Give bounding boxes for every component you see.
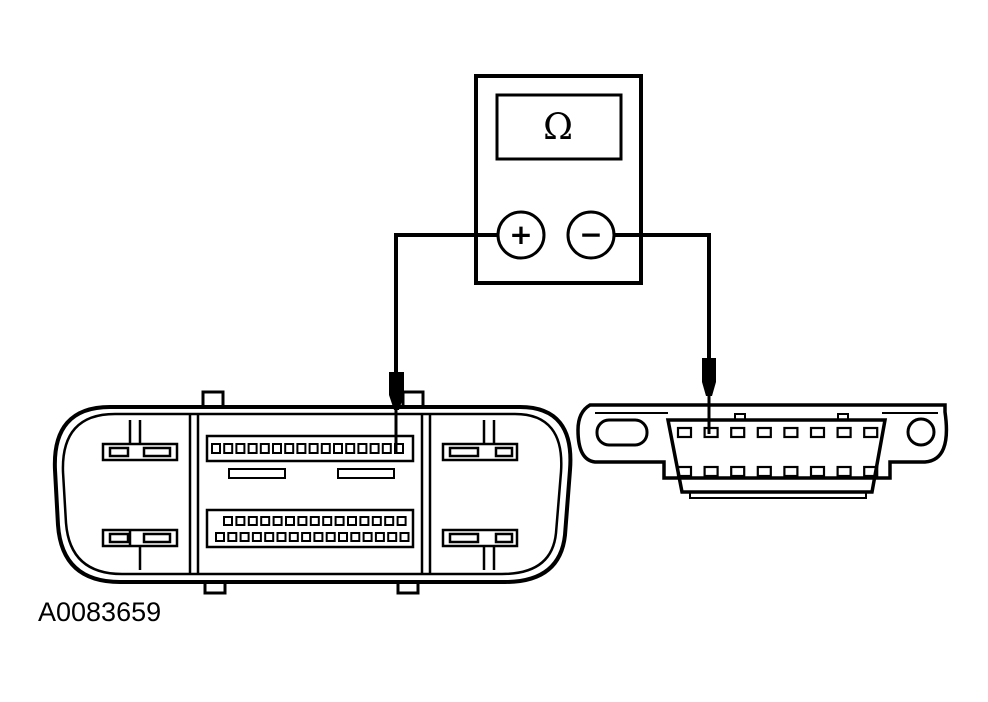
- pin-cavity: [309, 516, 320, 526]
- pin-cavity: [227, 532, 238, 542]
- pin-cavity: [381, 443, 392, 454]
- pin-cavity: [276, 532, 287, 542]
- ohm-symbol: Ω: [543, 107, 573, 148]
- dlc-mount-slot: [595, 418, 649, 447]
- lower-pin-rows: [215, 516, 410, 542]
- pin-cavity: [251, 532, 262, 542]
- dlc-pin-housing: [665, 418, 888, 494]
- tab: [201, 390, 225, 409]
- negative-probe-tip: [702, 358, 716, 396]
- pin-cavity: [676, 465, 693, 478]
- ohmmeter: Ω + −: [474, 74, 643, 285]
- pin-cavity: [730, 465, 746, 478]
- pin-cavity: [863, 426, 879, 439]
- key-slot: [228, 468, 286, 479]
- module-connector-outer-shell: [52, 405, 573, 584]
- pin-cavity: [345, 443, 356, 454]
- positive-test-lead: [394, 233, 498, 372]
- positive-label: +: [509, 218, 532, 251]
- pin-cavity: [384, 516, 395, 526]
- pin-cavity: [284, 443, 295, 454]
- pin-cavity: [863, 465, 879, 478]
- pin-cavity: [399, 532, 410, 542]
- terminal-bottom-right: [441, 528, 519, 570]
- pin-cavity: [334, 516, 345, 526]
- pin-cavity: [285, 516, 295, 526]
- pin-cavity: [357, 443, 368, 454]
- pin-cavity: [676, 426, 693, 439]
- negative-label: −: [579, 218, 602, 251]
- meter-body: [474, 74, 643, 285]
- terminal-top-left: [101, 420, 179, 462]
- pin-cavity: [369, 443, 380, 454]
- pin-cavity: [756, 426, 772, 439]
- pin-cavity: [264, 532, 275, 542]
- terminal-top-right: [441, 420, 519, 462]
- pin-cavity: [338, 532, 348, 542]
- pin-cavity: [223, 516, 233, 526]
- pin-cavity: [783, 426, 799, 439]
- pin-cavity: [703, 465, 719, 478]
- pin-cavity: [247, 516, 258, 526]
- dlc-mount-hole: [906, 417, 936, 447]
- upper-pin-block: [205, 434, 415, 463]
- pin-cavity: [783, 465, 799, 478]
- dlc-connector: [576, 403, 949, 499]
- pin-cavity: [325, 532, 336, 542]
- pin-cavity: [211, 443, 221, 454]
- pin-cavity: [247, 443, 258, 454]
- dlc-flange: [576, 403, 949, 480]
- pin-cavity: [223, 443, 234, 454]
- pin-cavity: [297, 516, 308, 526]
- pin-cavity: [296, 443, 307, 454]
- pin-cavity: [359, 516, 370, 526]
- pin-cavity: [809, 465, 826, 478]
- pin-cavity: [215, 532, 225, 542]
- dlc-housing-detail: [689, 413, 867, 499]
- pin-cavity: [396, 516, 407, 526]
- pin-cavity: [836, 465, 852, 478]
- positive-probe-tip: [389, 372, 404, 410]
- module-connector-inner-shell: [61, 412, 563, 576]
- pin-cavity: [371, 516, 382, 526]
- dlc-pin-rows: [676, 426, 879, 478]
- tab: [396, 580, 420, 595]
- figure-id-label: A0083659: [38, 597, 162, 627]
- pin-cavity: [272, 443, 282, 454]
- pin-cavity: [259, 443, 270, 454]
- tab: [401, 390, 425, 409]
- pin-cavity: [288, 532, 299, 542]
- pin-cavity: [301, 532, 312, 542]
- key-slot: [337, 468, 395, 479]
- pin-cavity: [320, 443, 331, 454]
- lower-pin-block: [205, 508, 415, 549]
- pin-cavity: [362, 532, 373, 542]
- pin-cavity: [272, 516, 283, 526]
- pin-cavity: [703, 426, 719, 439]
- pin-cavity: [235, 443, 246, 454]
- pin-cavity: [322, 516, 333, 526]
- pin-cavity: [836, 426, 852, 439]
- pin-cavity: [387, 532, 398, 542]
- pin-cavity: [350, 532, 361, 542]
- pin-cavity: [394, 443, 404, 454]
- pin-cavity: [333, 443, 343, 454]
- tab: [203, 580, 227, 595]
- pin-cavity: [308, 443, 319, 454]
- module-connector: [52, 390, 573, 595]
- pin-cavity: [347, 516, 357, 526]
- pin-cavity: [235, 516, 246, 526]
- pin-cavity: [374, 532, 385, 542]
- meter-display: [495, 93, 623, 161]
- upper-pin-row: [211, 443, 404, 454]
- pin-cavity: [809, 426, 826, 439]
- pin-cavity: [313, 532, 324, 542]
- pin-cavity: [756, 465, 772, 478]
- pin-cavity: [239, 532, 250, 542]
- pin-cavity: [730, 426, 746, 439]
- negative-test-lead: [614, 233, 711, 358]
- pin-cavity: [260, 516, 271, 526]
- terminal-bottom-left: [101, 528, 179, 570]
